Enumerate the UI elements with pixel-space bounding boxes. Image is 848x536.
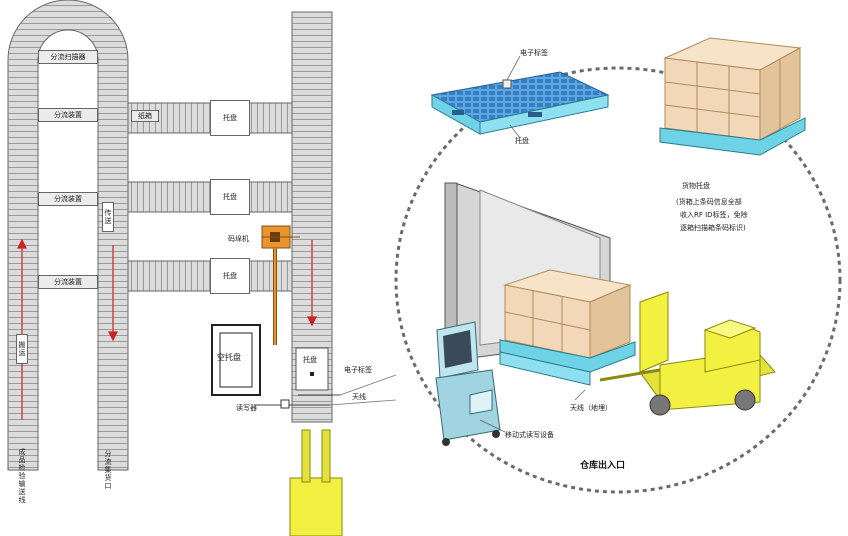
bottom-mid-label: 分流集货口 — [104, 450, 112, 490]
side-box-1: 传送 — [102, 202, 114, 232]
divert-label-3: 分流装置 — [54, 278, 82, 286]
pallet-top-illustration — [430, 71, 610, 135]
forklift-bottom — [289, 477, 343, 536]
scanner-label: 分流扫描器 — [50, 53, 86, 61]
goods-pallet-illustration — [659, 37, 806, 156]
mobile-reader-device — [435, 321, 501, 446]
divert-label-1: 分流装置 — [54, 111, 82, 119]
goods-pallet-desc-1: (货箱上条码信息全部 — [676, 198, 742, 206]
bottom-left-label: 成品检验输送线 — [18, 448, 26, 504]
divert-label-2: 分流装置 — [54, 195, 82, 203]
flow-arrows — [17, 238, 317, 420]
pallet-on-conveyor — [295, 347, 329, 391]
empty-pallet-label: 空托盘 — [217, 353, 241, 362]
side-label-1: 传送 — [104, 209, 112, 225]
side-label-2: 搬运 — [18, 341, 26, 357]
pallet-box-2: 托盘 — [210, 179, 250, 215]
warehouse-pallet-label: 托盘 — [515, 137, 529, 145]
pallet-label-2: 托盘 — [223, 193, 237, 201]
carton-label: 纸箱 — [138, 112, 152, 120]
leader-lines — [479, 55, 586, 433]
u-conveyor-loop — [7, 0, 129, 471]
stacker-label: 码垛机 — [228, 235, 249, 243]
pallet-box-3: 托盘 — [210, 258, 250, 294]
antenna-floor-label: 天线（地埋） — [570, 404, 612, 412]
divert-box-2: 分流装置 — [38, 192, 98, 206]
conveyor-tag-label: 电子标签 — [344, 366, 372, 374]
goods-pallet-desc-3: 逐箱扫描箱条码标识) — [680, 224, 746, 232]
reader-device — [280, 399, 290, 409]
warehouse-dashed-circle — [394, 66, 842, 494]
pallet-label-1: 托盘 — [223, 114, 237, 122]
reader-label: 读写器 — [236, 404, 257, 412]
pallet-label-4: 托盘 — [303, 356, 317, 364]
conveyor-antenna-label: 天线 — [352, 393, 366, 401]
divert-box-1: 分流装置 — [38, 108, 98, 122]
goods-pallet-desc-2: 收入RF ID标签，免除 — [680, 211, 748, 219]
entrance-label: 仓库出入口 — [580, 461, 626, 471]
pallet-label-3: 托盘 — [223, 272, 237, 280]
mobile-rw-label: 移动式读写设备 — [505, 431, 554, 439]
goods-pallet-title: 货物托盘 — [682, 182, 710, 190]
door-pallet-cartons — [499, 269, 636, 386]
forklift-right — [599, 291, 776, 416]
divert-box-3: 分流装置 — [38, 275, 98, 289]
side-box-2: 搬运 — [16, 334, 28, 364]
warehouse-tag-label: 电子标签 — [520, 49, 548, 57]
scanner-label-box: 分流扫描器 — [38, 50, 98, 64]
carton-box: 纸箱 — [131, 110, 159, 122]
pallet-box-1: 托盘 — [210, 100, 250, 136]
